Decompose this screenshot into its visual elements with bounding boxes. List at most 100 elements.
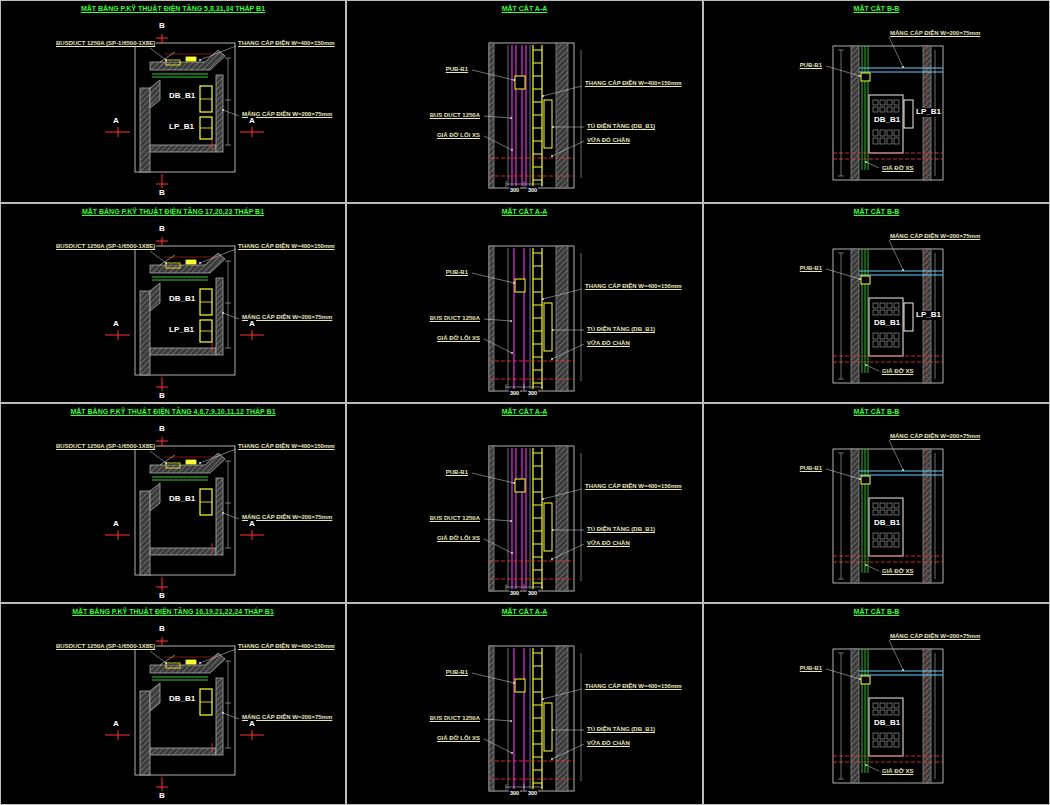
cabinet-breaker — [887, 138, 892, 144]
cabinet-breaker — [880, 310, 885, 315]
cabinet-breaker — [880, 303, 885, 308]
support-label: GIÁ ĐỠ XS — [881, 768, 914, 775]
panel-lp — [200, 331, 212, 332]
dimension-line — [228, 661, 229, 748]
cable-riser — [862, 249, 863, 373]
leader-line — [543, 689, 582, 699]
cabinet-breaker — [880, 333, 885, 339]
panel-name: LP_B1 — [915, 108, 942, 117]
panel-db — [544, 100, 552, 148]
section-marker — [252, 530, 253, 540]
dimension-tick — [542, 181, 543, 187]
leader-dot — [165, 462, 167, 464]
section-marker — [156, 441, 168, 442]
panel-db — [544, 303, 552, 351]
leader-line — [484, 319, 511, 321]
section-marker — [156, 184, 168, 185]
cabinet-breaker — [873, 503, 878, 508]
support-line — [508, 448, 509, 589]
leader-dot — [199, 662, 201, 664]
busduct-symbol — [186, 57, 196, 61]
cabinet-breaker — [873, 533, 878, 539]
panel-name: LP_B1 — [915, 311, 942, 320]
cable-tray — [152, 77, 208, 78]
dimension-tick — [225, 58, 231, 59]
dimension-text: 300 — [509, 590, 520, 596]
busduct-riser — [523, 248, 524, 389]
ladder-rung — [533, 167, 542, 168]
pub-box — [515, 76, 525, 89]
cable-ladder-label: THANG CÁP ĐIỆN W=400×150mm — [237, 243, 336, 250]
pub-box — [861, 676, 870, 684]
dimension-tick — [225, 348, 231, 349]
section-letter: A — [112, 520, 120, 529]
fill-label: VỮA ĐỔ CHẶN — [586, 137, 631, 144]
panel-name: DB_B1 — [168, 695, 196, 704]
section-marker — [162, 777, 163, 791]
leader-dot — [859, 75, 861, 77]
panel-name: DB_B1 — [873, 319, 901, 328]
pub-label: PUB-B1 — [445, 669, 469, 676]
cabinet-breaker — [887, 510, 892, 515]
busduct-label: BUS DUCT 1250A — [429, 112, 481, 119]
section-outline — [833, 649, 943, 783]
leader-line — [889, 37, 903, 67]
leader-line — [866, 565, 879, 571]
leader-dot — [552, 729, 554, 731]
leader-line — [543, 86, 582, 96]
wall-hatch — [556, 246, 568, 391]
leader-line — [553, 127, 584, 128]
leader-line — [543, 489, 582, 499]
ladder-rung — [533, 305, 542, 306]
wall-hatch — [923, 449, 931, 583]
wall-line — [927, 649, 928, 783]
floor-line — [833, 562, 943, 563]
panel-title: MẶT BẰNG P.KỸ THUẬT ĐIỆN TẦNG 16,19,21,2… — [1, 608, 345, 615]
leader-line — [889, 240, 903, 270]
drawing-panel: MẶT CẮT A-A — [346, 603, 703, 805]
floor-line — [489, 561, 574, 562]
cable-tray-label: MÁNG CÁP ĐIỆN W=200×75mm — [889, 233, 981, 240]
leader-dot — [199, 462, 201, 464]
panel-title: MẶT CẮT B-B — [704, 208, 1049, 215]
dimension-tick — [506, 784, 507, 790]
leader-line — [150, 251, 166, 263]
ladder-rung — [533, 718, 542, 719]
wall-hatch — [150, 253, 225, 273]
pub-label: PUB-B1 — [799, 665, 823, 672]
busduct-label: BUS DUCT 1250A — [429, 315, 481, 322]
cabinet-breaker — [880, 130, 885, 136]
leader-line — [223, 713, 239, 719]
cabinet-breaker — [873, 341, 878, 347]
pub-label: PUB-B1 — [445, 269, 469, 276]
ladder-rung — [533, 705, 542, 706]
panel-db — [200, 489, 212, 515]
dimension-tick — [524, 784, 525, 790]
ladder-rung — [533, 154, 542, 155]
section-letter: B — [158, 425, 166, 434]
wall-hatch — [216, 678, 223, 755]
wall-hatch — [150, 80, 160, 108]
busduct-symbol — [166, 60, 180, 65]
wall-hatch — [851, 249, 859, 383]
section-outline — [489, 446, 574, 591]
dimension-line — [581, 653, 582, 781]
wall-hatch — [150, 348, 216, 355]
section-letter: B — [158, 592, 166, 601]
dimension-text: 300 — [527, 590, 538, 596]
leader-line — [223, 110, 239, 116]
busduct-symbol — [186, 260, 196, 264]
cable-tray — [152, 277, 208, 278]
ladder-rung — [533, 180, 542, 181]
wall-hatch — [140, 491, 150, 575]
cable-tray — [859, 68, 943, 69]
panel-lp — [200, 117, 212, 139]
cable-riser — [868, 249, 869, 373]
ladder-rung — [533, 89, 542, 90]
cabinet — [869, 298, 903, 356]
section-marker — [162, 577, 163, 591]
wall-hatch — [556, 43, 568, 188]
dimension-text: 300 — [509, 790, 520, 796]
ladder-rung — [533, 128, 542, 129]
pub-label: PUB-B1 — [799, 465, 823, 472]
